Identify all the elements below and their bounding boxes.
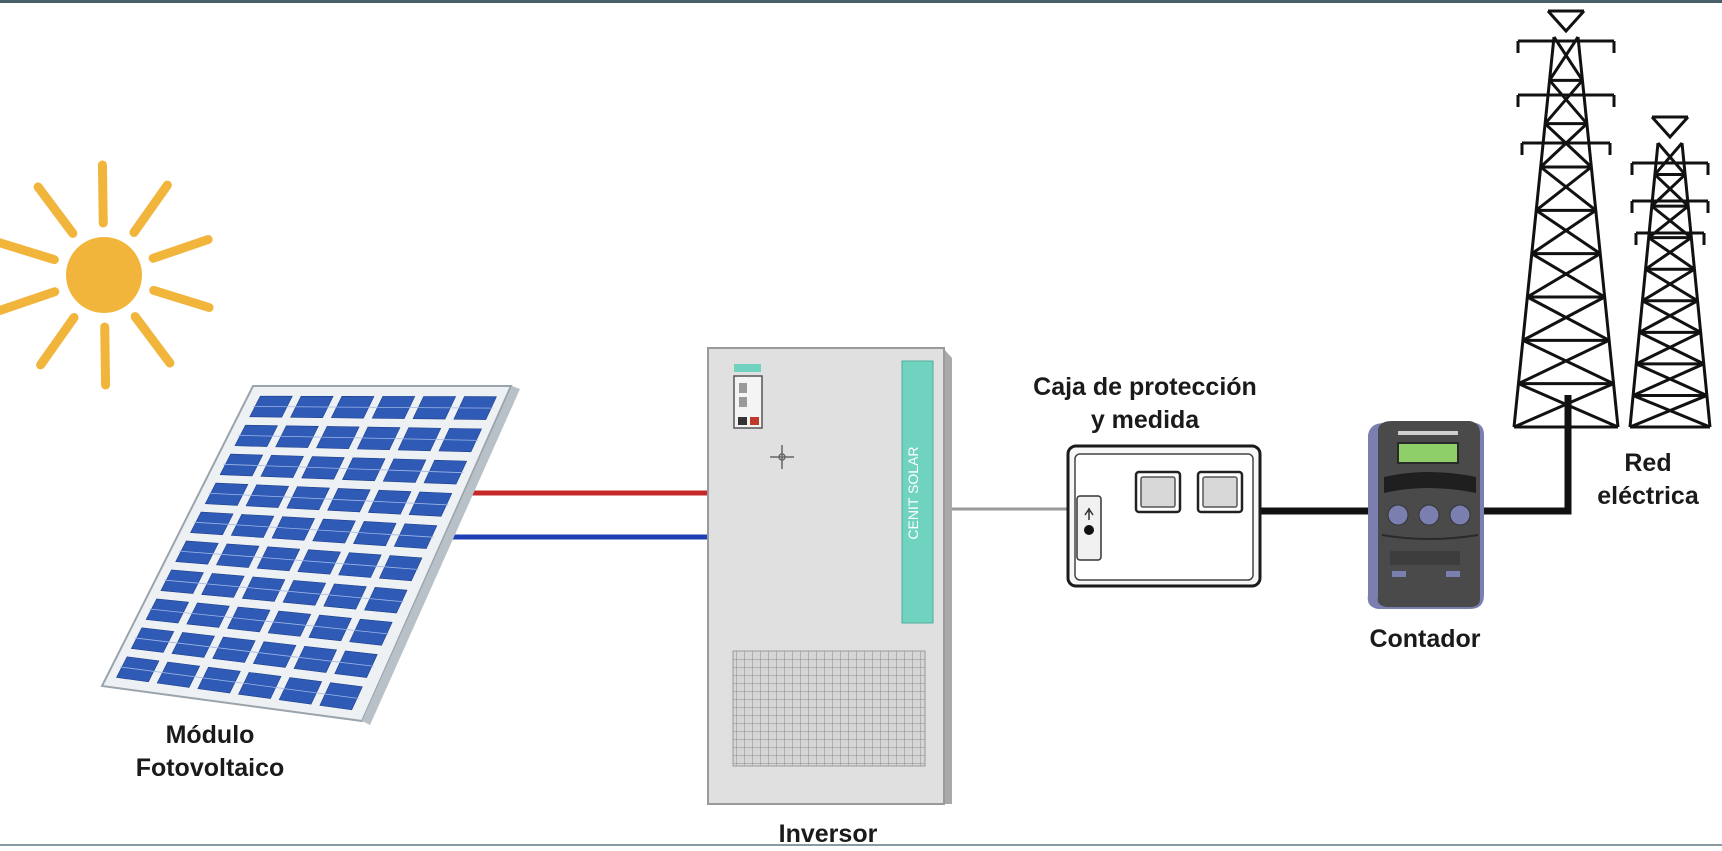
meter-to-grid-wire	[1482, 395, 1572, 515]
transmission-tower-icon	[1512, 9, 1620, 429]
move-cursor-icon	[770, 445, 794, 469]
transmission-tower-icon	[1628, 115, 1712, 429]
caja-label-line1: Caja de protección	[1033, 373, 1257, 401]
modulo-fotovoltaico-label: Módulo Fotovoltaico	[110, 719, 310, 785]
protection-box-icon	[1066, 444, 1262, 588]
contador-label-text: Contador	[1369, 625, 1481, 653]
red-electrica-label: Red eléctrica	[1578, 447, 1718, 513]
diagram-canvas: CENIT SOLAR	[0, 9, 1712, 805]
modulo-label-line2: Fotovoltaico	[135, 754, 285, 782]
modulo-label-line1: Módulo	[165, 721, 255, 749]
inversor-label: Inversor	[748, 818, 908, 851]
inversor-label-text: Inversor	[778, 820, 878, 848]
electricity-meter-icon	[1367, 421, 1484, 609]
sun-icon	[0, 160, 214, 390]
solar-panel-icon	[100, 385, 520, 725]
caja-proteccion-label: Caja de protección y medida	[1020, 371, 1270, 437]
caja-label-line2: y medida	[1090, 406, 1200, 434]
red-label-line2: eléctrica	[1597, 482, 1699, 510]
contador-label: Contador	[1350, 623, 1500, 656]
inverter-icon: CENIT SOLAR	[707, 347, 952, 805]
inverter-brand-text: CENIT SOLAR	[905, 446, 921, 539]
red-label-line1: Red	[1624, 449, 1672, 477]
